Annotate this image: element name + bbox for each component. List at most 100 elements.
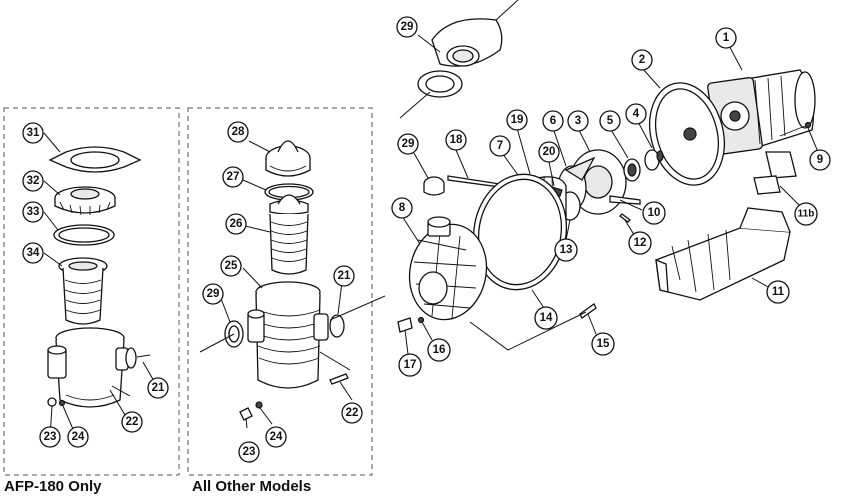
callout-34: 34 [22,242,44,264]
callout-1: 1 [715,27,737,49]
other-lid-o-ring-part [264,183,314,201]
svg-text:17: 17 [404,359,417,371]
other-models-parts [199,140,386,429]
svg-text:14: 14 [540,312,553,324]
callout-11b: 11b [794,202,818,226]
callout-21-left: 21 [147,377,169,399]
housing-drain-plug-part [397,317,413,333]
callout-29-top: 29 [396,16,418,38]
svg-text:25: 25 [225,260,238,272]
callout-32: 32 [22,170,44,192]
svg-text:2: 2 [639,54,645,66]
callout-27: 27 [222,166,244,188]
svg-text:7: 7 [497,140,503,152]
other-models-section-box [187,107,373,476]
svg-text:27: 27 [227,171,240,183]
callout-23-mid: 23 [238,441,260,463]
lid-lock-ring-part [48,146,142,173]
callout-18: 18 [445,129,467,151]
svg-text:21: 21 [152,382,165,394]
svg-text:16: 16 [433,344,446,356]
callout-2: 2 [631,49,653,71]
svg-text:1: 1 [723,32,730,44]
other-strainer-basket-part [269,194,309,275]
top-union-part [399,0,519,119]
svg-text:12: 12 [634,237,647,249]
svg-text:29: 29 [401,21,414,33]
svg-text:31: 31 [27,127,40,139]
mid-union-part [413,152,445,196]
callout-15: 15 [591,332,615,356]
callout-29-mid: 29 [397,133,419,155]
impeller-screw-part [609,195,641,205]
seal-plate-part [641,67,725,186]
other-drain-o-ring-part [255,401,263,409]
svg-text:4: 4 [633,108,640,120]
pump-housing-part [401,215,488,321]
drain-o-ring-afp180-part [58,399,66,407]
svg-text:13: 13 [560,244,573,256]
svg-text:21: 21 [338,270,351,282]
svg-text:19: 19 [511,114,524,126]
callout-33: 33 [22,201,44,223]
svg-text:5: 5 [607,115,614,127]
svg-text:24: 24 [72,431,85,443]
svg-text:3: 3 [575,115,581,127]
port-o-ring-afp180-part [125,347,137,369]
callout-9: 9 [809,149,831,171]
housing-drain-o-ring-part [417,316,425,324]
other-drain-plug-part [239,407,253,421]
svg-text:33: 33 [27,206,40,218]
base-screw-part [579,303,597,319]
callout-25: 25 [220,255,242,277]
svg-text:29: 29 [402,138,415,150]
callout-4: 4 [625,103,647,125]
strainer-lid-knob-part [265,140,311,177]
callout-12: 12 [628,231,652,255]
callout-24-left: 24 [67,426,89,448]
callout-16: 16 [427,338,451,362]
callout-6: 6 [542,110,564,132]
housing-bolt-part [447,175,501,188]
callout-20: 20 [538,141,560,163]
callout-7: 7 [489,135,511,157]
svg-text:8: 8 [399,202,406,214]
svg-text:29: 29 [207,288,220,300]
svg-text:24: 24 [270,431,283,443]
callout-24-mid: 24 [265,426,287,448]
callout-19: 19 [506,109,528,131]
other-models-section-label: All Other Models [192,478,312,495]
svg-text:11b: 11b [798,209,815,220]
strainer-housing-afp180-part [47,327,129,408]
callout-26: 26 [225,213,247,235]
callout-28: 28 [227,121,249,143]
svg-text:22: 22 [126,416,139,428]
svg-text:18: 18 [450,134,463,146]
callout-10: 10 [642,201,666,225]
other-screw-part [329,373,349,385]
afp180-section-label: AFP-180 Only [4,478,102,495]
support-clip-part [753,151,801,207]
svg-text:23: 23 [44,431,57,443]
callout-29-left: 29 [202,283,224,305]
svg-text:10: 10 [648,207,661,219]
afp180-parts [43,132,159,439]
svg-text:11: 11 [772,286,785,298]
callout-22-mid: 22 [341,402,363,424]
afp180-section-box [3,107,180,476]
diffuser-screw-part [619,213,631,223]
lid-o-ring-part [53,224,115,246]
svg-text:15: 15 [597,338,610,350]
callout-5: 5 [599,110,621,132]
svg-text:22: 22 [346,407,359,419]
strainer-basket-part [58,257,108,325]
callout-21-mid: 21 [333,265,355,287]
housing-o-ring-part [472,173,568,309]
svg-text:20: 20 [543,146,556,158]
svg-text:26: 26 [230,218,243,230]
svg-text:32: 32 [27,175,40,187]
shaft-seal-part [609,117,664,182]
svg-text:6: 6 [550,115,556,127]
